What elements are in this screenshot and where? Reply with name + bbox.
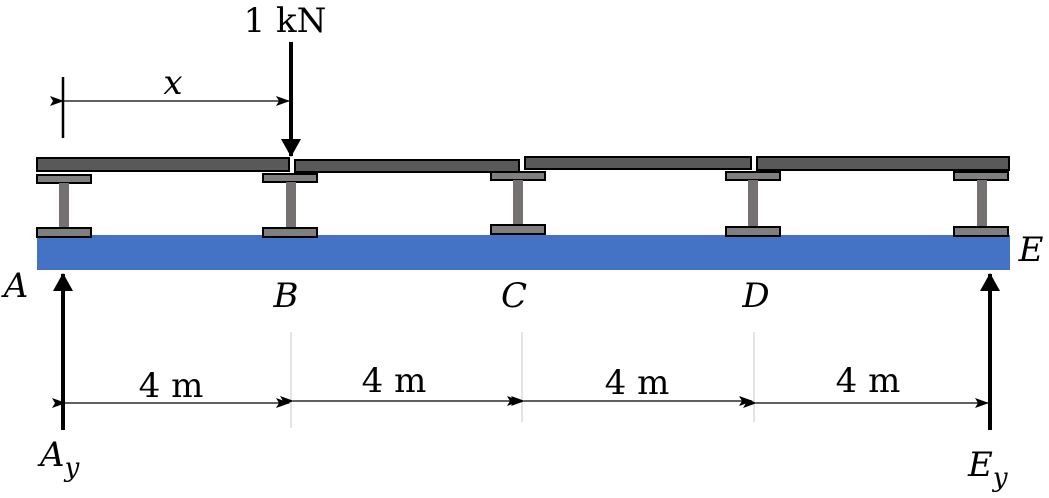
deck-panel-2 [294, 159, 520, 173]
span-label-cd: 4 m [605, 363, 670, 403]
span-label-ab: 4 m [139, 366, 204, 406]
point-label-b: B [273, 276, 299, 316]
load-label: 1 kN [244, 1, 327, 41]
stringer-b [262, 173, 318, 238]
reaction-label-a: Ay [37, 435, 80, 483]
x-label: x [163, 63, 182, 103]
reaction-label-e-sub: y [992, 463, 1008, 493]
deck-panel-1 [36, 157, 290, 172]
point-label-e: E [1018, 230, 1044, 270]
stringer-c [490, 171, 546, 235]
point-label-d: D [741, 276, 769, 316]
reaction-label-a-sub: y [64, 453, 80, 483]
deck-panel-3 [524, 156, 752, 170]
span-label-bc: 4 m [362, 361, 427, 401]
point-label-c: C [501, 276, 527, 316]
deck-panel-4 [756, 156, 1010, 171]
reaction-label-a-base: A [37, 435, 65, 475]
stringer-d [725, 171, 781, 237]
span-label-de: 4 m [836, 361, 901, 401]
stringer-a [36, 174, 92, 238]
reaction-label-e: Ey [967, 445, 1008, 493]
main-girder [37, 235, 1010, 270]
point-label-a: A [1, 266, 29, 306]
stringer-e [953, 171, 1009, 237]
reaction-label-e-base: E [967, 445, 993, 485]
